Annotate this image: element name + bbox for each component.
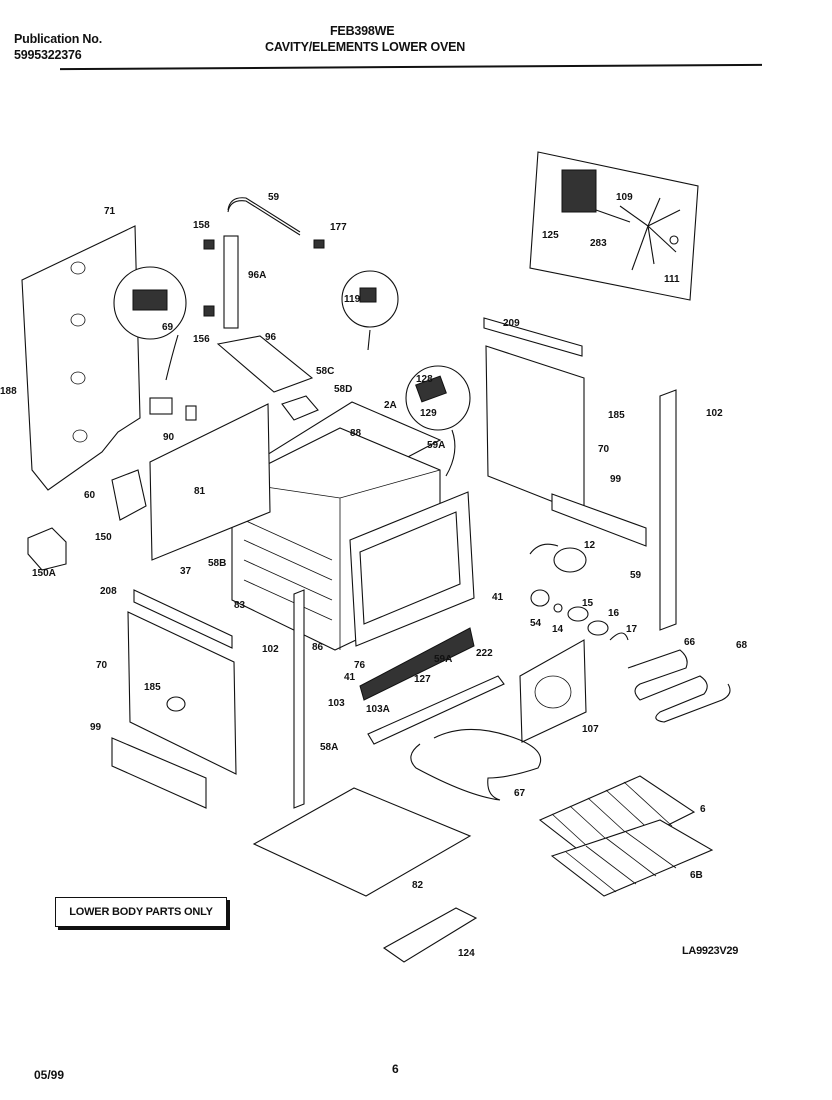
callout-label: 111 [664,274,680,285]
callout-label: 59A [427,440,445,451]
vent-tube [227,197,301,233]
callout-label: 58B [208,558,226,569]
callout-label: 107 [582,724,599,735]
callout-label: 41 [492,592,504,603]
callout-label: 68 [736,640,748,651]
callout-label: 6 [700,804,706,815]
callout-label: 128 [416,374,433,385]
front-trim-103A [367,675,505,745]
callout-label: 81 [194,486,206,497]
callout-label: 59A [434,654,452,665]
trim-208 [133,589,233,649]
page-number: 6 [392,1062,399,1076]
callout-label: 12 [584,540,596,551]
back-panel [21,225,141,491]
callout-label: 16 [608,608,620,619]
detail-circle-light [405,365,471,431]
callout-label: 67 [514,788,526,799]
callout-label: 158 [193,220,210,231]
callout-label: 58A [320,742,338,753]
callout-label: 17 [626,624,638,635]
side-panel-right [485,345,585,515]
callout-label: 129 [420,408,437,419]
transformer-box [111,469,147,521]
callout-label: 69 [162,322,174,333]
callout-label: 208 [100,586,117,597]
callout-label: 54 [530,618,542,629]
callout-label: 6B [690,870,703,881]
callout-label: 185 [144,682,161,693]
callout-label: 156 [193,334,210,345]
callout-label: 41 [344,672,356,683]
callout-label: 185 [608,410,625,421]
callout-label: 15 [582,598,594,609]
callout-label: 96 [265,332,277,343]
convection-cover [519,639,587,743]
callout-label: 103 [328,698,345,709]
trim-99-right [551,493,647,547]
callout-label: 188 [0,386,17,397]
callout-label: 59 [268,192,280,203]
callout-label: 96A [248,270,266,281]
broil-element [410,728,542,801]
side-wrapper [149,403,271,561]
callout-label: 125 [542,230,559,241]
broiler-tray [382,907,478,963]
trim-99-left [111,737,207,809]
vent-pipe [223,235,239,329]
callout-label: 71 [104,206,116,217]
callout-label: 14 [552,624,564,635]
vent-duct [216,335,314,393]
front-rail-right [659,389,677,631]
callout-label: 102 [262,644,279,655]
callout-label: 283 [590,238,607,249]
callout-label: 37 [180,566,192,577]
callout-label: 88 [350,428,362,439]
callout-label: 119 [344,294,361,305]
lower-body-parts-note: LOWER BODY PARTS ONLY [55,897,227,927]
model-number: FEB398WE [330,24,395,38]
callout-label: 109 [616,192,633,203]
callout-label: 90 [163,432,175,443]
callout-label: 177 [330,222,347,233]
drawing-code: LA9923V29 [682,945,739,957]
callout-label: 102 [706,408,723,419]
oven-bottom [252,787,472,897]
callout-label: 124 [458,948,475,959]
callout-label: 58C [316,366,334,377]
publication-label: Publication No. [14,32,102,46]
callout-label: 127 [414,674,431,685]
callout-label: 58D [334,384,352,395]
callout-label: 70 [598,444,610,455]
publication-number: 5995322376 [14,48,82,62]
top-trim-209 [483,317,583,357]
callout-label: 222 [476,648,493,659]
callout-label: 86 [312,642,324,653]
callout-label: 76 [354,660,366,671]
callout-label: 60 [84,490,96,501]
callout-label: 82 [412,880,424,891]
callout-label: 2A [384,400,397,411]
callout-label: 66 [684,637,696,648]
callout-label: 70 [96,660,108,671]
revision-date: 05/99 [34,1068,65,1082]
callout-label: 99 [610,474,622,485]
callout-label: 99 [90,722,102,733]
section-title: CAVITY/ELEMENTS LOWER OVEN [265,40,466,54]
bake-element [627,649,731,723]
callout-label: 103A [366,704,390,715]
callout-label: 83 [234,600,246,611]
callout-label: 59 [630,570,642,581]
callout-label: 150 [95,532,112,543]
callout-label: 150A [32,568,56,579]
bracket-150A [27,527,67,571]
callout-label: 209 [503,318,520,329]
side-panel-left [127,611,237,775]
